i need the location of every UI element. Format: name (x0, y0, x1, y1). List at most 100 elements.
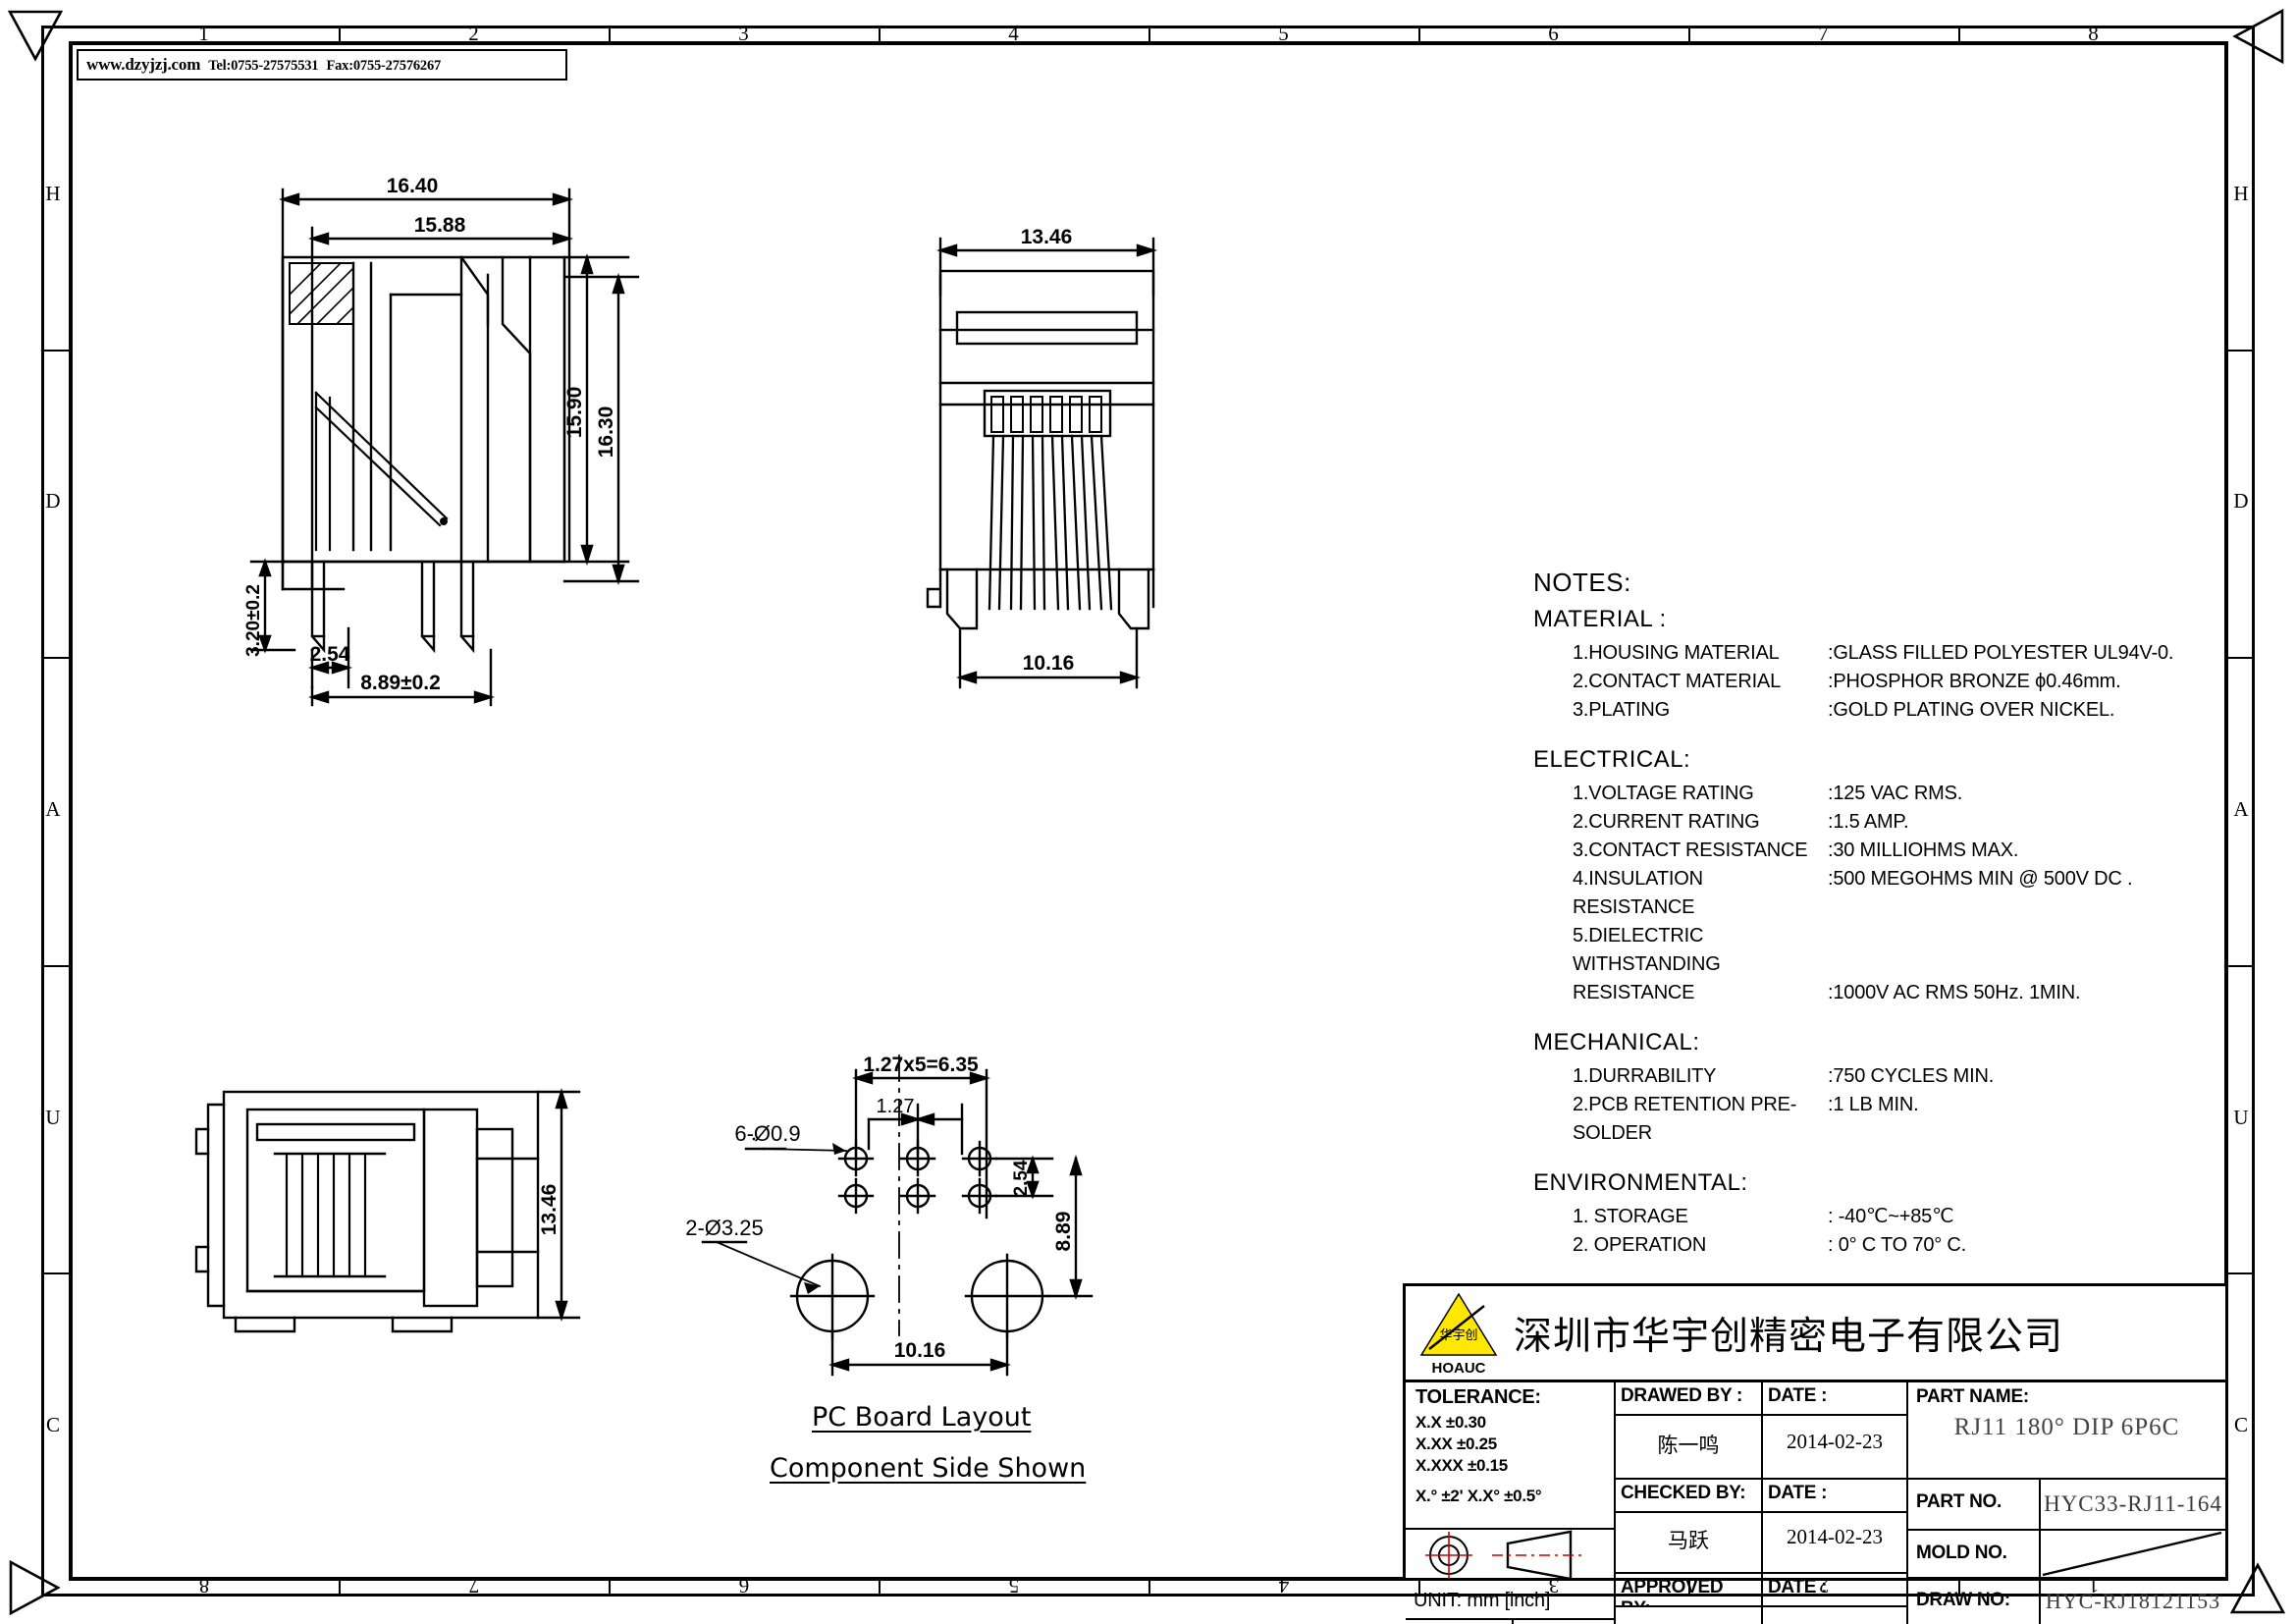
zone-letter-right: C (2233, 1413, 2248, 1437)
part-no-label: PART NO. (1916, 1491, 2002, 1512)
title-block-grid: TOLERANCE: X.X ±0.30 X.XX ±0.25 X.XXX ±0… (1406, 1382, 2225, 1624)
part-name-value: RJ11 180° DIP 6P6C (1953, 1414, 2180, 1440)
notes-row-label: 2. OPERATION (1573, 1234, 1707, 1256)
drawed-by-value-cell: 陈一鸣 (1616, 1416, 1763, 1480)
corner-registration-mark (9, 1559, 61, 1615)
drawed-date-label: DATE : (1768, 1385, 1828, 1406)
zone-tick-left (41, 964, 69, 967)
zone-letter-left: H (45, 181, 61, 205)
checked-by-label-cell: CHECKED BY: (1616, 1480, 1763, 1513)
zone-letter-left: D (45, 489, 61, 514)
notes-row-value: :1000V AC RMS 50Hz. 1MIN. (1828, 982, 2081, 1003)
drawed-by-label-cell: DRAWED BY : (1616, 1382, 1763, 1416)
notes-row-label: RESISTANCE (1573, 982, 1695, 1003)
zone-tick-top (1418, 26, 1420, 41)
notes-row-value: :500 MEGOHMS MIN @ 500V DC . (1828, 868, 2133, 890)
approved-date-label: DATE : (1768, 1577, 1828, 1597)
zone-tick-right (2228, 964, 2255, 967)
zone-number-bottom: 4 (1278, 1574, 1289, 1597)
zone-tick-left (41, 657, 69, 660)
notes-section: MATERIAL :1.HOUSING MATERIAL:GLASS FILLE… (1533, 606, 2220, 738)
zone-tick-top (1958, 26, 1960, 41)
drawed-date-label-cell: DATE : (1763, 1382, 1908, 1416)
notes-row-label: 1. STORAGE (1573, 1206, 1688, 1227)
approved-by-value-cell: 柯南 (1616, 1607, 1763, 1624)
notes-gap (1533, 1260, 2220, 1273)
zone-tick-bottom (1688, 1581, 1690, 1597)
checked-by-value-cell: 马跃 (1616, 1513, 1763, 1574)
zone-tick-bottom (879, 1581, 881, 1597)
notes-row: 3.CONTACT RESISTANCE:30 MILLIOHMS MAX. (1533, 837, 2220, 865)
zone-number-bottom: 7 (468, 1574, 479, 1597)
size-cell: SIZE: A4 (1514, 1620, 1616, 1624)
draw-no-value-cell: HYC-RJ18121153 (2041, 1579, 2225, 1624)
notes-row: 2.CURRENT RATING:1.5 AMP. (1533, 808, 2220, 837)
scale-cell: SCALE:1:1 (1406, 1620, 1514, 1624)
zone-number-top: 4 (1008, 22, 1019, 45)
notes-row: 1. STORAGE : -40℃~+85℃ (1533, 1203, 2220, 1231)
draw-no-value: HYC-RJ18121153 (2045, 1589, 2221, 1613)
zone-tick-left (41, 1272, 69, 1275)
notes-gap (1533, 725, 2220, 738)
approved-by-value: 柯南 (1616, 1607, 1761, 1624)
zone-tick-bottom (339, 1581, 341, 1597)
zone-number-bottom: 8 (198, 1574, 209, 1597)
notes-section-heading: ENVIRONMENTAL: (1533, 1169, 1748, 1196)
notes-row: 1.DURRABILITY:750 CYCLES MIN. (1533, 1062, 2220, 1091)
zone-number-top: 3 (738, 22, 749, 45)
notes-row: 1.VOLTAGE RATING:125 VAC RMS. (1533, 780, 2220, 808)
part-name-label: PART NAME: (1916, 1386, 2029, 1407)
draw-no-label-cell: DRAW NO: (1908, 1579, 2041, 1624)
approved-by-label: APPROVED BY: (1621, 1577, 1724, 1605)
part-name-cell: PART NAME: RJ11 180° DIP 6P6C (1908, 1382, 2225, 1480)
zone-tick-top (1148, 26, 1150, 41)
zone-letter-right: H (2233, 181, 2249, 205)
notes-row-value: :1.5 AMP. (1828, 811, 1909, 833)
projection-unit-cell: UNIT: mm [inch] (1406, 1530, 1616, 1620)
notes-section: MECHANICAL:1.DURRABILITY:750 CYCLES MIN.… (1533, 1029, 2220, 1162)
company-tel: Tel:0755-27575531 (208, 58, 319, 74)
zone-letter-right: A (2233, 797, 2249, 821)
zone-tick-bottom (1958, 1581, 1960, 1597)
notes-sections: MATERIAL :1.HOUSING MATERIAL:GLASS FILLE… (1533, 606, 2220, 1273)
corner-registration-mark (8, 10, 64, 62)
notes-row-label: 3.PLATING (1573, 699, 1670, 721)
notes-row: 4.INSULATION RESISTANCE :500 MEGOHMS MIN … (1533, 865, 2220, 922)
notes-row-value: :1 LB MIN. (1828, 1094, 1919, 1115)
drawed-date-value: 2014-02-23 (1787, 1430, 1883, 1453)
zone-tick-right (2228, 657, 2255, 660)
notes-section-heading: ELECTRICAL: (1533, 746, 1691, 773)
tolerance-line-2: X.XX ±0.25 (1415, 1434, 1497, 1453)
notes-row-label: 2.CONTACT MATERIAL (1573, 671, 1781, 692)
zone-tick-top (879, 26, 881, 41)
zone-tick-left (41, 349, 69, 352)
zone-letter-left: U (45, 1105, 61, 1129)
checked-date-label: DATE : (1768, 1483, 1828, 1503)
notes-section: ENVIRONMENTAL: 1. STORAGE : -40℃~+85℃ 2. OP… (1533, 1169, 2220, 1273)
approved-date-value: 2014-02-23 (1763, 1607, 1906, 1624)
notes-section: ELECTRICAL: 1.VOLTAGE RATING:125 VAC RMS.… (1533, 746, 2220, 1021)
zone-tick-bottom (1148, 1581, 1150, 1597)
zone-tick-right (2228, 1272, 2255, 1275)
notes-row-value: : -40℃~+85℃ (1828, 1206, 1954, 1227)
notes-block: NOTES: MATERIAL :1.HOUSING MATERIAL:GLAS… (1533, 568, 2220, 1275)
zone-letter-right: D (2233, 489, 2249, 514)
zone-number-bottom: 5 (1008, 1574, 1019, 1597)
logo-wordmark: HOAUC (1432, 1360, 1486, 1377)
part-no-label-cell: PART NO. (1908, 1480, 2041, 1531)
notes-row-label: 4.INSULATION RESISTANCE (1573, 868, 1703, 918)
zone-letter-left: C (45, 1413, 60, 1437)
unit-label: UNIT: mm [inch] (1414, 1590, 1551, 1611)
zone-letter-left: A (45, 797, 61, 821)
notes-row: RESISTANCE :1000V AC RMS 50Hz. 1MIN. (1533, 979, 2220, 1007)
tolerance-angular: X.° ±2' X.X° ±0.5° (1415, 1487, 1542, 1506)
part-no-value: HYC33-RJ11-164 (2044, 1491, 2222, 1516)
zone-number-top: 6 (1548, 22, 1559, 45)
notes-row: 5.DIELECTRIC WITHSTANDING (1533, 922, 2220, 979)
notes-row-value: : 0° C TO 70° C. (1828, 1234, 1966, 1256)
first-angle-projection-icon (1425, 1530, 1584, 1581)
zone-tick-bottom (1418, 1581, 1420, 1597)
mold-no-label: MOLD NO. (1916, 1543, 2007, 1563)
notes-row-label: 1.DURRABILITY (1573, 1065, 1717, 1087)
company-fax: Fax:0755-27576267 (326, 58, 442, 74)
